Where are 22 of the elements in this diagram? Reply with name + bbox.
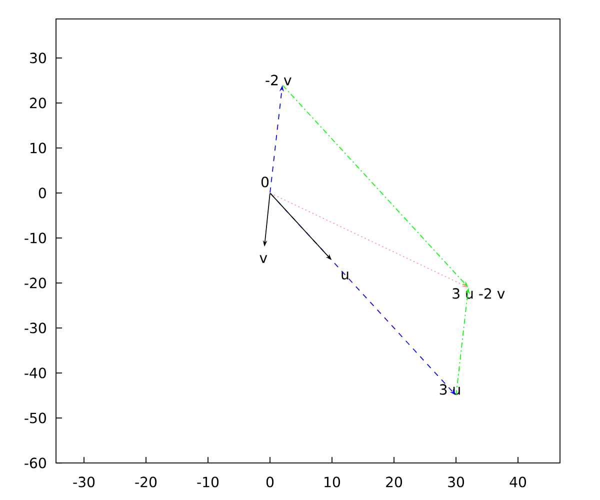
point-label: -2 v xyxy=(266,74,292,86)
tick-label: 20 xyxy=(30,98,46,108)
tick-label: 30 xyxy=(30,52,46,64)
tick-label: 0 xyxy=(38,188,46,198)
point-label: 0 xyxy=(261,176,269,188)
tick-label: 10 xyxy=(324,476,340,488)
tick-label: -10 xyxy=(24,232,46,244)
tick-label: 20 xyxy=(386,476,402,488)
tick-label: 10 xyxy=(30,142,46,154)
tick-label: -20 xyxy=(135,476,157,488)
tick-label: -30 xyxy=(73,476,95,488)
tick-label: -20 xyxy=(24,278,46,288)
tick-label: -10 xyxy=(197,476,219,488)
tick-label: -50 xyxy=(24,412,46,424)
point-label: u xyxy=(342,271,348,280)
tick-label: -30 xyxy=(24,322,46,334)
tick-label: -40 xyxy=(24,368,46,378)
tick-label: -60 xyxy=(24,458,46,468)
tick-label: 30 xyxy=(448,476,464,488)
tick-label: 0 xyxy=(266,476,274,488)
point-label: v xyxy=(260,255,268,263)
tick-label: 40 xyxy=(510,476,526,488)
